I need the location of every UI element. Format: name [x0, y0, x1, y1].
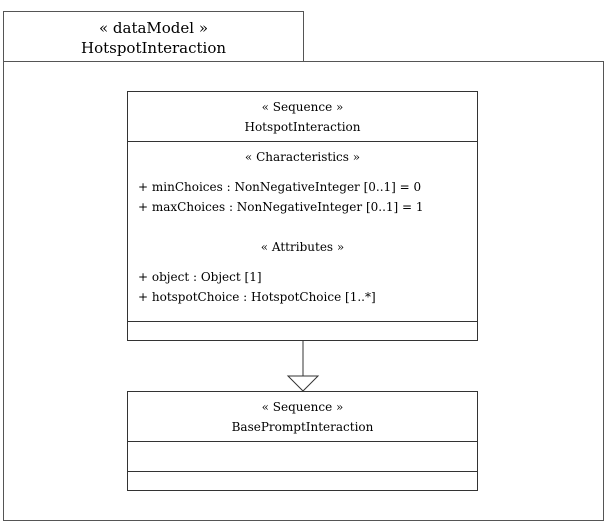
class-body: « Characteristics » + minChoices : NonNe… [128, 142, 477, 322]
attribute-object: + object : Object [1] [138, 270, 262, 284]
class-name: HotspotInteraction [244, 120, 361, 134]
package-name: HotspotInteraction [80, 39, 227, 57]
class-operations [128, 322, 477, 341]
class-stereotype: « Sequence » [261, 100, 344, 114]
package-stereotype: « dataModel » [98, 19, 209, 37]
class-hotspot-interaction[interactable]: « Sequence » HotspotInteraction « Charac… [127, 91, 478, 341]
parent-class-header: « Sequence » BasePromptInteraction [128, 392, 477, 442]
characteristic-max-choices: + maxChoices : NonNegativeInteger [0..1]… [138, 200, 424, 214]
class-header: « Sequence » HotspotInteraction [128, 92, 477, 142]
package-tab: « dataModel » HotspotInteraction [3, 11, 304, 62]
attributes-header: « Attributes » [260, 240, 345, 254]
class-base-prompt-interaction[interactable]: « Sequence » BasePromptInteraction [127, 391, 478, 491]
parent-class-attributes [128, 442, 477, 472]
attribute-hotspot-choice: + hotspotChoice : HotspotChoice [1..*] [138, 290, 376, 304]
characteristics-header: « Characteristics » [244, 150, 361, 164]
characteristic-min-choices: + minChoices : NonNegativeInteger [0..1]… [138, 180, 422, 194]
parent-class-operations [128, 472, 477, 491]
parent-class-stereotype: « Sequence » [261, 400, 344, 414]
parent-class-name: BasePromptInteraction [231, 420, 374, 434]
